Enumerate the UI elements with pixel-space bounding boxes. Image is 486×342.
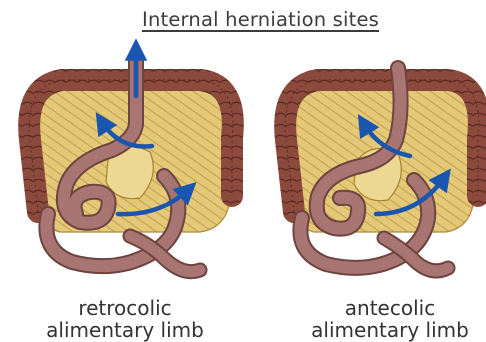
caption-line: retrocolic [20, 297, 230, 319]
caption-retrocolic: retrocolic alimentary limb [20, 297, 230, 341]
caption-antecolic: antecolic alimentary limb [292, 297, 486, 341]
panel-retrocolic [29, 50, 233, 272]
panel-antecolic [285, 68, 479, 271]
caption-line: antecolic [292, 297, 486, 319]
figure-title: Internal herniation sites [142, 8, 402, 31]
